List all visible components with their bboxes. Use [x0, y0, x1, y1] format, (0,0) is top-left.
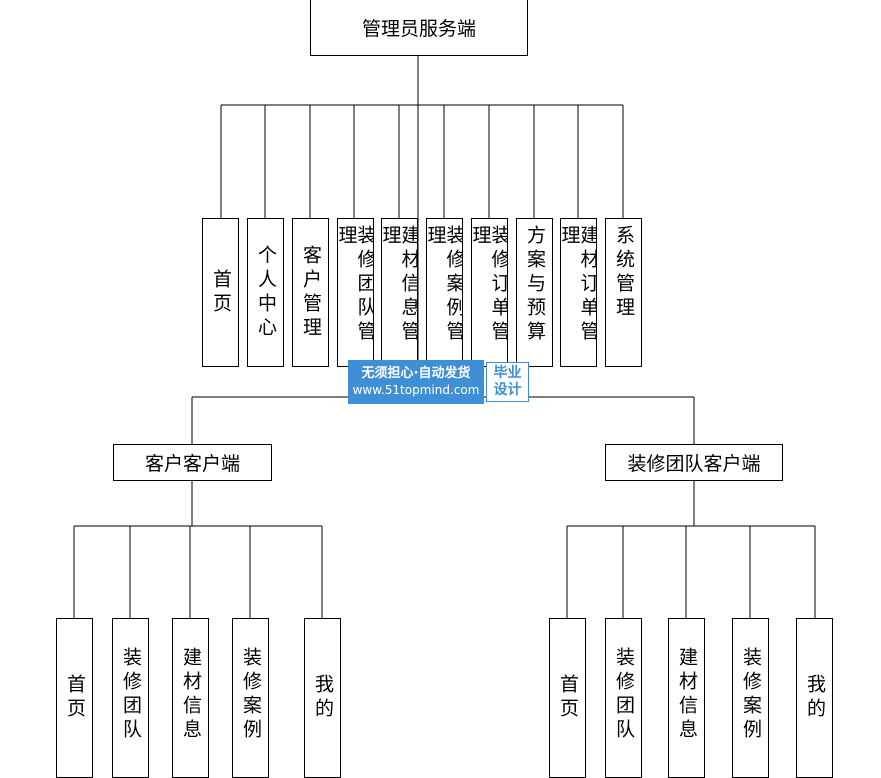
customer-module-label: 首页	[64, 674, 86, 722]
team-module-label: 建材信息	[676, 647, 698, 743]
admin-module-customer-mgmt: 客户管理	[292, 218, 329, 367]
team-module-label: 我的	[804, 674, 826, 722]
admin-module-case-mgmt: 装修案例管理	[426, 218, 463, 367]
admin-module-system-mgmt: 系统管理	[605, 218, 642, 367]
team-module-label: 首页	[557, 674, 579, 722]
watermark-main: 无须担心·自动发货 www.51topmind.com	[348, 360, 484, 404]
watermark-slogan: 无须担心·自动发货	[361, 366, 471, 381]
watermark-tag: 毕业 设计	[486, 362, 529, 402]
admin-module-label: 装修团队管理	[337, 225, 374, 345]
customer-module-label: 装修团队	[120, 647, 142, 743]
admin-module-label: 方案与预算	[524, 225, 546, 345]
admin-module-label: 客户管理	[300, 244, 322, 341]
watermark-url: www.51topmind.com	[352, 383, 480, 397]
admin-module-label: 装修案例管理	[426, 225, 463, 345]
team-module-mine: 我的	[796, 618, 833, 778]
admin-module-personal-center: 个人中心	[247, 218, 284, 367]
admin-module-label: 系统管理	[613, 225, 635, 321]
admin-module-label: 建材信息管理	[381, 225, 418, 345]
team-module-label: 装修案例	[740, 647, 762, 743]
watermark-tag-line1: 毕业	[493, 365, 522, 381]
customer-module-team: 装修团队	[112, 618, 149, 778]
customer-module-home: 首页	[56, 618, 93, 778]
customer-module-mine: 我的	[304, 618, 341, 778]
admin-module-label: 装修订单管理	[471, 225, 508, 345]
customer-module-label: 建材信息	[180, 647, 202, 743]
team-module-cases: 装修案例	[732, 618, 769, 778]
admin-module-label: 首页	[210, 268, 232, 317]
admin-module-order-mgmt: 装修订单管理	[471, 218, 508, 367]
team-client-label: 装修团队客户端	[627, 453, 761, 475]
team-client-node: 装修团队客户端	[605, 444, 783, 481]
customer-module-cases: 装修案例	[232, 618, 269, 778]
watermark-tag-line2: 设计	[493, 382, 522, 398]
admin-module-label: 个人中心	[255, 244, 277, 341]
admin-module-team-mgmt: 装修团队管理	[337, 218, 374, 367]
team-module-label: 装修团队	[613, 647, 635, 743]
admin-module-plan-budget: 方案与预算	[516, 218, 553, 367]
customer-client-node: 客户客户端	[113, 444, 272, 481]
team-module-home: 首页	[549, 618, 586, 778]
admin-root-label: 管理员服务端	[361, 18, 476, 40]
customer-module-label: 装修案例	[240, 647, 262, 743]
admin-module-material-info-mgmt: 建材信息管理	[381, 218, 418, 367]
watermark-badge: 无须担心·自动发货 www.51topmind.com 毕业 设计	[348, 360, 531, 404]
team-module-material-info: 建材信息	[668, 618, 705, 778]
admin-root-node: 管理员服务端	[310, 0, 528, 56]
admin-module-material-order-mgmt: 建材订单管理	[560, 218, 597, 367]
team-module-team: 装修团队	[605, 618, 642, 778]
customer-module-label: 我的	[312, 674, 334, 722]
admin-module-home: 首页	[202, 218, 239, 367]
customer-client-label: 客户客户端	[144, 453, 240, 475]
customer-module-material-info: 建材信息	[172, 618, 209, 778]
admin-module-label: 建材订单管理	[560, 225, 597, 345]
